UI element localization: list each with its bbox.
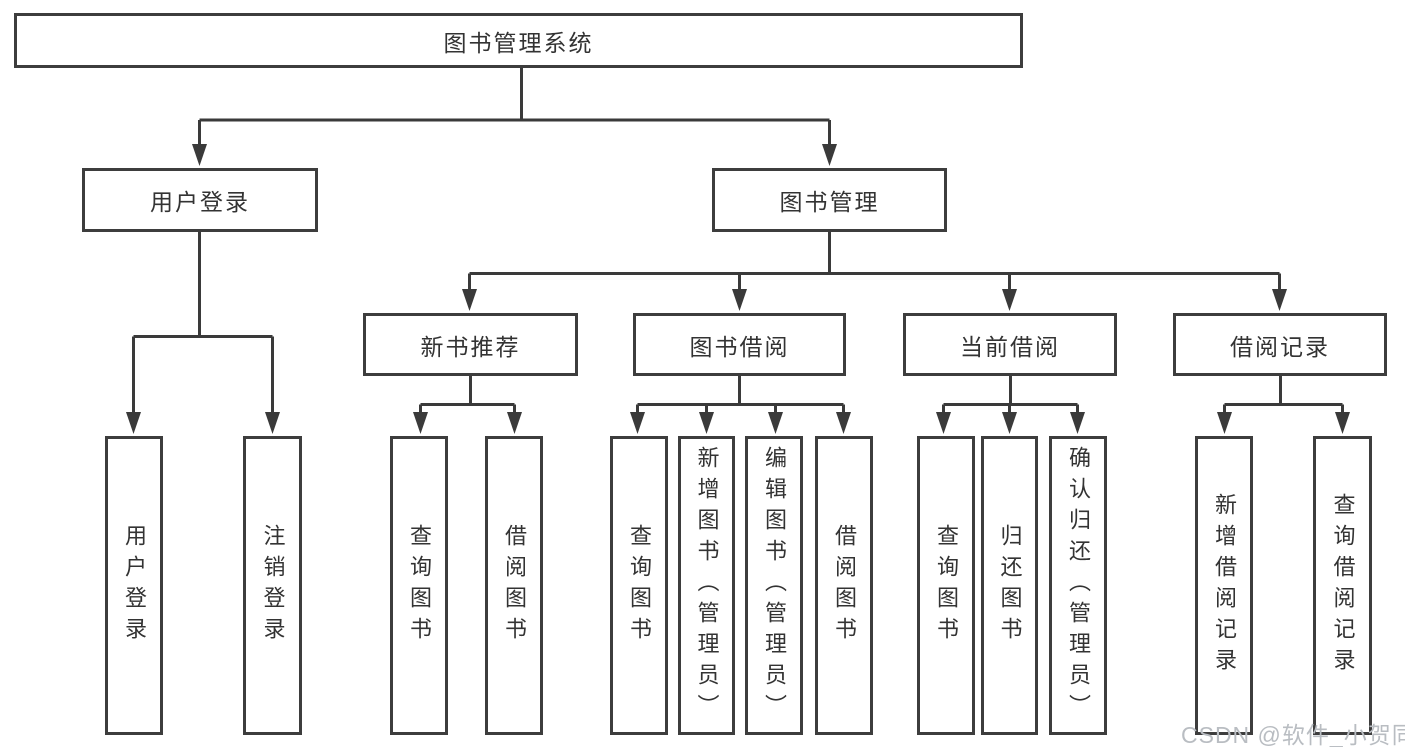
node-book-management: 图书管理	[712, 168, 947, 232]
watermark: CSDN @软件_小贺同学	[1181, 722, 1405, 747]
node-borrowing-records: 借阅记录	[1173, 313, 1387, 376]
node-root: 图书管理系统	[14, 13, 1023, 68]
node-current-borrowing: 当前借阅	[903, 313, 1117, 376]
leaf-return-books: 归还图书	[981, 436, 1038, 735]
leaf-query-books-borrowing: 查询图书	[610, 436, 668, 735]
leaf-confirm-return-admin: 确认归还（管理员）	[1049, 436, 1107, 735]
leaf-edit-book-admin: 编辑图书（管理员）	[745, 436, 803, 735]
arrowheads	[126, 144, 1350, 434]
leaf-user-login: 用户登录	[105, 436, 163, 735]
leaf-query-books-newrec: 查询图书	[390, 436, 448, 735]
leaf-logout: 注销登录	[243, 436, 302, 735]
node-book-borrowing: 图书借阅	[633, 313, 846, 376]
leaf-query-books-current: 查询图书	[917, 436, 975, 735]
leaf-add-borrow-record: 新增借阅记录	[1195, 436, 1253, 735]
leaf-add-book-admin: 新增图书（管理员）	[678, 436, 735, 735]
leaf-borrow-books-newrec: 借阅图书	[485, 436, 543, 735]
leaf-query-borrow-record: 查询借阅记录	[1313, 436, 1372, 735]
node-new-book-recommend: 新书推荐	[363, 313, 578, 376]
node-user-login: 用户登录	[82, 168, 318, 232]
leaf-borrow-books-borrowing: 借阅图书	[815, 436, 873, 735]
